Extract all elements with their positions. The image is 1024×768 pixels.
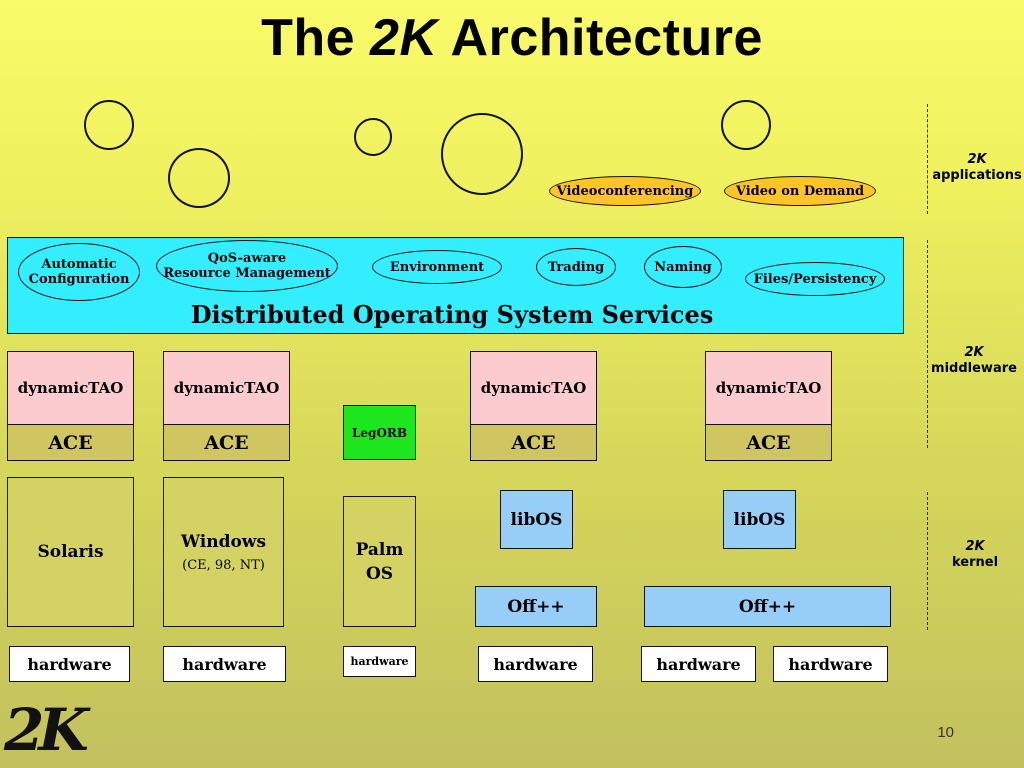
windows-box: Windows (CE, 98, NT) [163,477,284,627]
offpp-label: Off++ [507,596,565,617]
layer-label-kernel: 2K kernel [930,539,1020,571]
libos-label: libOS [510,509,563,530]
app-videoconferencing-label: Videoconferencing [556,183,694,199]
hardware-box: hardware [478,646,593,682]
service-naming: Naming [644,246,722,288]
distributed-os-services-label: Distributed Operating System Services [190,300,714,329]
hardware-label: hardware [493,654,578,674]
layer-2k: 2K [964,345,984,360]
hardware-box: hardware [343,646,416,677]
service-label: Trading [547,259,605,275]
dynamictao-label: dynamicTAO [17,379,124,397]
libos-box: libOS [500,490,573,549]
service-label: QoS-aware Resource Management [163,251,331,281]
title-2k: 2K [370,9,438,67]
solaris-label: Solaris [37,542,104,562]
hardware-box: hardware [773,646,888,682]
windows-sublabel: (CE, 98, NT) [182,557,265,573]
dynamictao-label: dynamicTAO [715,379,822,397]
app-videoconferencing: Videoconferencing [549,176,701,206]
2k-logo: 2K [4,696,89,764]
palm-os-box: Palm OS [343,496,416,627]
ace-box: ACE [705,424,832,461]
app-circle [168,148,230,208]
hardware-label: hardware [788,654,873,674]
hardware-box: hardware [9,646,130,682]
hardware-label: hardware [27,654,112,674]
dynamictao-label: dynamicTAO [480,379,587,397]
layer-2k: 2K [965,539,985,554]
layer-label-applications: 2K applications [930,152,1024,184]
layer-applications-text: applications [932,168,1022,183]
hardware-label: hardware [350,655,409,668]
ace-box: ACE [163,424,290,461]
libos-box: libOS [723,490,796,549]
dynamictao-box: dynamicTAO [163,351,290,425]
hardware-label: hardware [656,654,741,674]
layer-middleware-text: middleware [931,361,1017,376]
ace-label: ACE [204,431,249,454]
offpp-box: Off++ [475,586,597,627]
service-label: Files/Persistency [753,271,877,287]
hardware-box: hardware [163,646,286,682]
windows-label: Windows [180,531,267,552]
app-circle [84,100,134,150]
ace-box: ACE [470,424,597,461]
layer-divider [927,240,928,448]
legorb-label: LegORB [351,425,408,440]
ace-box: ACE [7,424,134,461]
ace-label: ACE [746,431,791,454]
solaris-box: Solaris [7,477,134,627]
page-title: The 2K Architecture [0,8,1024,68]
service-qos-resource-management: QoS-aware Resource Management [156,240,338,292]
service-label: Automatic Configuration [28,257,130,287]
service-label: Environment [389,259,485,275]
legorb-box: LegORB [343,405,416,460]
layer-divider [927,104,928,214]
app-video-on-demand: Video on Demand [724,176,876,206]
service-environment: Environment [372,250,502,284]
app-circle [721,100,771,150]
service-files-persistency: Files/Persistency [745,262,885,296]
hardware-box: hardware [641,646,756,682]
app-circle [354,118,392,156]
palm-os-label: Palm OS [355,539,404,584]
app-video-on-demand-label: Video on Demand [735,183,865,199]
hardware-label: hardware [182,654,267,674]
dynamictao-box: dynamicTAO [705,351,832,425]
service-automatic-configuration: Automatic Configuration [18,243,140,301]
dynamictao-box: dynamicTAO [470,351,597,425]
libos-label: libOS [733,509,786,530]
title-post: Architecture [450,9,763,67]
layer-kernel-text: kernel [951,555,999,570]
layer-label-middleware: 2K middleware [924,345,1024,377]
app-circle [441,113,523,195]
service-label: Naming [654,259,712,275]
ace-label: ACE [511,431,556,454]
offpp-label: Off++ [738,596,797,617]
layer-divider [927,492,928,630]
dynamictao-box: dynamicTAO [7,351,134,425]
layer-2k: 2K [967,152,987,167]
ace-label: ACE [48,431,93,454]
offpp-box: Off++ [644,586,891,627]
dynamictao-label: dynamicTAO [173,379,280,397]
service-trading: Trading [536,248,616,286]
page-number: 10 [937,724,954,741]
title-pre: The [261,9,356,67]
